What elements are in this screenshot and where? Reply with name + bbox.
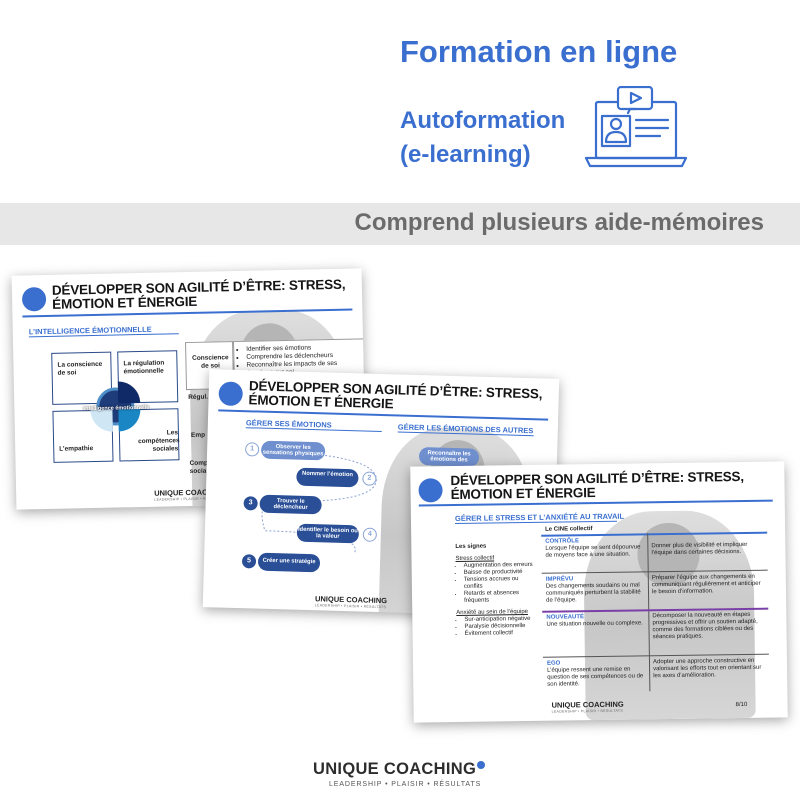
center-label: Intelligence émotionnelle bbox=[83, 404, 150, 413]
step-pill-3: Trouver le déclencheur bbox=[259, 494, 322, 515]
slide-dot-icon bbox=[21, 286, 47, 312]
signs-title: Les signes bbox=[455, 543, 487, 551]
slide-dot-icon bbox=[418, 478, 443, 503]
step-pill-1: Observer les sensations physiques bbox=[260, 440, 326, 461]
elearning-laptop-icon bbox=[584, 86, 688, 168]
step-pill-5: Créer une stratégie bbox=[257, 552, 321, 573]
slide-title: DÉVELOPPER SON AGILITÉ D’ÊTRE: STRESS, É… bbox=[450, 468, 744, 503]
row-nouveaute-action: Décomposer la nouveauté en étapes progre… bbox=[652, 611, 758, 641]
slide-title: DÉVELOPPER SON AGILITÉ D’ÊTRE: STRESS, É… bbox=[248, 378, 543, 412]
right-step-pill-1: Reconnaître les émotions des bbox=[418, 447, 480, 467]
row-controle-action: Donner plus de visibilité et impliquer l… bbox=[651, 541, 748, 557]
brand-tagline: LEADERSHIP • PLAISIR • RÉSULTATS bbox=[329, 781, 482, 788]
slide-preview-gerer-emotions: DÉVELOPPER SON AGILITÉ D’ÊTRE: STRESS, É… bbox=[202, 369, 560, 617]
table-label-empathie: Emp bbox=[190, 431, 206, 439]
page-title: Formation en ligne bbox=[400, 34, 678, 69]
slide-page-number: 8/10 bbox=[735, 701, 748, 709]
brand-logo-dot bbox=[477, 761, 485, 769]
row-ego-action: Adopter une approche constructive en val… bbox=[652, 657, 762, 680]
brand-logo-text: UNIQUE COACHING bbox=[313, 760, 477, 778]
slide-preview-gerer-stress: DÉVELOPPER SON AGILITÉ D’ÊTRE: STRESS, É… bbox=[410, 461, 788, 723]
slide-dot-icon bbox=[218, 381, 244, 407]
feature-band-text: Comprend plusieurs aide-mémoires bbox=[354, 209, 764, 236]
cine-header: Le CINE collectif bbox=[545, 526, 593, 533]
feature-band: Comprend plusieurs aide-mémoires bbox=[0, 203, 800, 245]
step-pill-4: Identifier le besoin ou la valeur bbox=[296, 523, 360, 544]
subtitle: Autoformation (e-learning) bbox=[400, 104, 565, 172]
subtitle-line-1: Autoformation bbox=[400, 107, 566, 134]
step-pill-2: Nommer l’émotion bbox=[296, 467, 359, 488]
row-imprevu-action: Préparer l’équipe aux changements en com… bbox=[651, 573, 761, 596]
signs-column: Les signes Stress collectif Augmentation… bbox=[455, 543, 538, 638]
subtitle-line-2: (e-learning) bbox=[400, 141, 531, 168]
slide-title: DÉVELOPPER SON AGILITÉ D’ÊTRE: STRESS, É… bbox=[51, 276, 346, 312]
